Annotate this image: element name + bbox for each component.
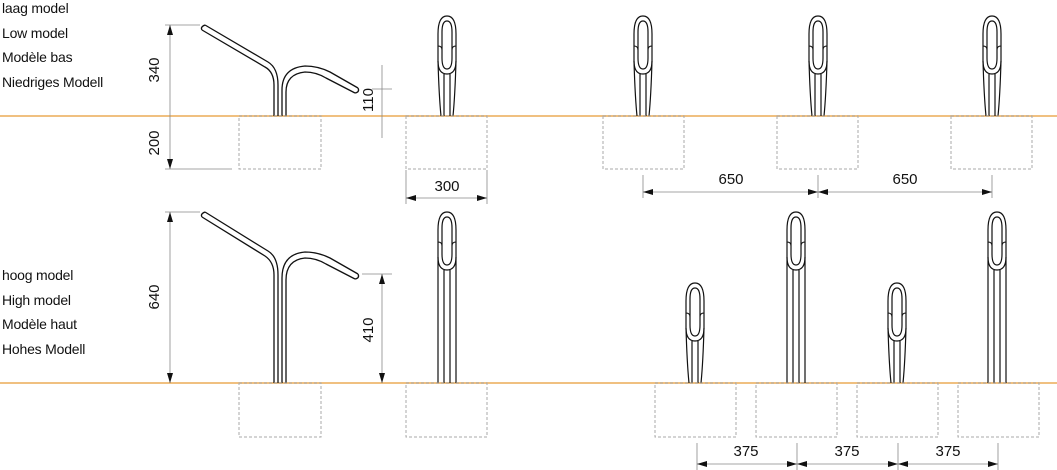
low-front-views (437, 15, 1002, 117)
dim-340: 340 (146, 57, 163, 82)
label-de: Hohes Modell (2, 340, 86, 357)
high-model-labels: hoog model High model Modèle haut Hohes … (2, 263, 85, 361)
label-en: Low model (2, 24, 68, 41)
low-model-labels: laag model Low model Modèle bas Niedrige… (2, 0, 103, 94)
label-nl: hoog model (2, 267, 74, 283)
dim-110: 110 (360, 88, 377, 112)
label-en: High model (2, 291, 71, 308)
dim-375-a: 375 (733, 443, 758, 460)
dim-410: 410 (360, 317, 377, 342)
dim-650-a: 650 (718, 171, 743, 188)
dim-375-c: 375 (935, 443, 960, 460)
high-side-view (200, 211, 360, 383)
label-nl: laag model (2, 0, 69, 16)
dim-375-b: 375 (834, 443, 859, 460)
dim-300: 300 (434, 178, 459, 195)
dim-200: 200 (146, 130, 163, 155)
label-fr: Modèle bas (2, 49, 73, 65)
foundation (238, 115, 322, 170)
low-side-view (200, 24, 360, 116)
label-de: Niedriges Modell (2, 73, 104, 90)
dim-650-b: 650 (892, 171, 917, 188)
dim-640: 640 (146, 284, 163, 309)
high-front-views (437, 211, 1007, 384)
label-fr: Modèle haut (2, 316, 77, 332)
